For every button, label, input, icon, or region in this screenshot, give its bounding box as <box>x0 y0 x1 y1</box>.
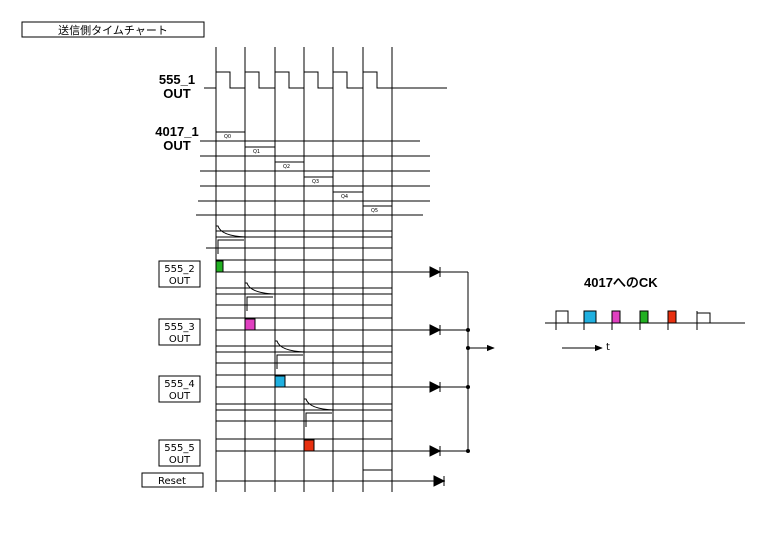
q-pulse-label: Q3 <box>312 179 319 185</box>
junction-dot <box>466 328 470 332</box>
q-pulse-box <box>362 205 393 216</box>
q-pulse-label: Q1 <box>253 149 260 155</box>
diode-or-network <box>429 266 495 487</box>
output-label-box <box>158 439 201 467</box>
junction-dot <box>466 385 470 389</box>
rc-spike <box>216 225 247 238</box>
output-pulse <box>303 439 315 452</box>
diode-symbol <box>429 266 442 278</box>
label-555-1-out: OUT <box>163 86 191 101</box>
diode-symbol <box>433 475 446 487</box>
output-label-out: OUT <box>169 276 191 287</box>
output-pulse <box>274 375 286 388</box>
clock-waveform-555-1 <box>204 71 447 89</box>
output-label: 555_4 <box>164 379 194 390</box>
label-4017-1-out: OUT <box>163 138 191 153</box>
reset-row: Reset <box>141 469 445 488</box>
output-label: 555_3 <box>164 322 194 333</box>
reset-label-box <box>141 472 204 488</box>
output-pulse <box>215 260 224 273</box>
ck-color-pulse <box>611 310 621 324</box>
output-label-box <box>158 375 201 403</box>
grid-lines <box>215 47 393 492</box>
ck-color-pulse <box>639 310 649 324</box>
page-title: 送信側タイムチャート <box>58 23 168 37</box>
ck-title: 4017へのCK <box>584 275 658 290</box>
ck-waveform: 4017へのCK t <box>545 275 745 353</box>
q-pulse-box <box>332 191 364 202</box>
output-label-box <box>158 260 201 288</box>
label-555-1: 555_1 <box>159 72 195 87</box>
trigger-pulse <box>235 296 273 306</box>
reset-pulse <box>362 469 393 481</box>
q-pulse-label: Q0 <box>224 134 231 140</box>
output-label: 555_5 <box>164 443 194 454</box>
clock-waveform <box>204 71 447 89</box>
ck-outline-pulse <box>696 312 711 323</box>
time-axis-label: t <box>606 342 610 353</box>
label-4017-1: 4017_1 <box>155 124 198 139</box>
reset-label: Reset <box>158 476 186 487</box>
q-pulse-label: Q2 <box>283 164 290 170</box>
trigger-pulse <box>265 354 303 364</box>
diode-symbol <box>429 381 442 393</box>
q-pulse-label: Q4 <box>341 194 348 200</box>
rc-spike <box>245 282 276 295</box>
output-label-out: OUT <box>169 334 191 345</box>
output-label-out: OUT <box>169 391 191 402</box>
rc-spike <box>304 398 335 411</box>
title-box <box>21 21 205 38</box>
ck-outline-pulse <box>555 310 569 323</box>
output-label-out: OUT <box>169 455 191 466</box>
ck-color-pulse <box>583 310 597 324</box>
trigger-pulse <box>206 239 244 249</box>
ck-color-pulse <box>667 310 677 324</box>
diode-symbol <box>429 445 442 457</box>
diode-symbol <box>429 324 442 336</box>
q-pulse-label: Q5 <box>371 208 378 214</box>
rc-spike <box>275 340 306 353</box>
output-pulse <box>244 318 256 331</box>
q-pulse-box <box>244 146 276 157</box>
trigger-pulse <box>294 412 332 422</box>
output-label: 555_2 <box>164 264 194 275</box>
junction-dot <box>466 449 470 453</box>
q-pulse-box <box>215 131 246 142</box>
output-label-box <box>158 318 201 346</box>
q-pulse-box <box>303 176 334 187</box>
q-pulse-box <box>274 161 305 172</box>
